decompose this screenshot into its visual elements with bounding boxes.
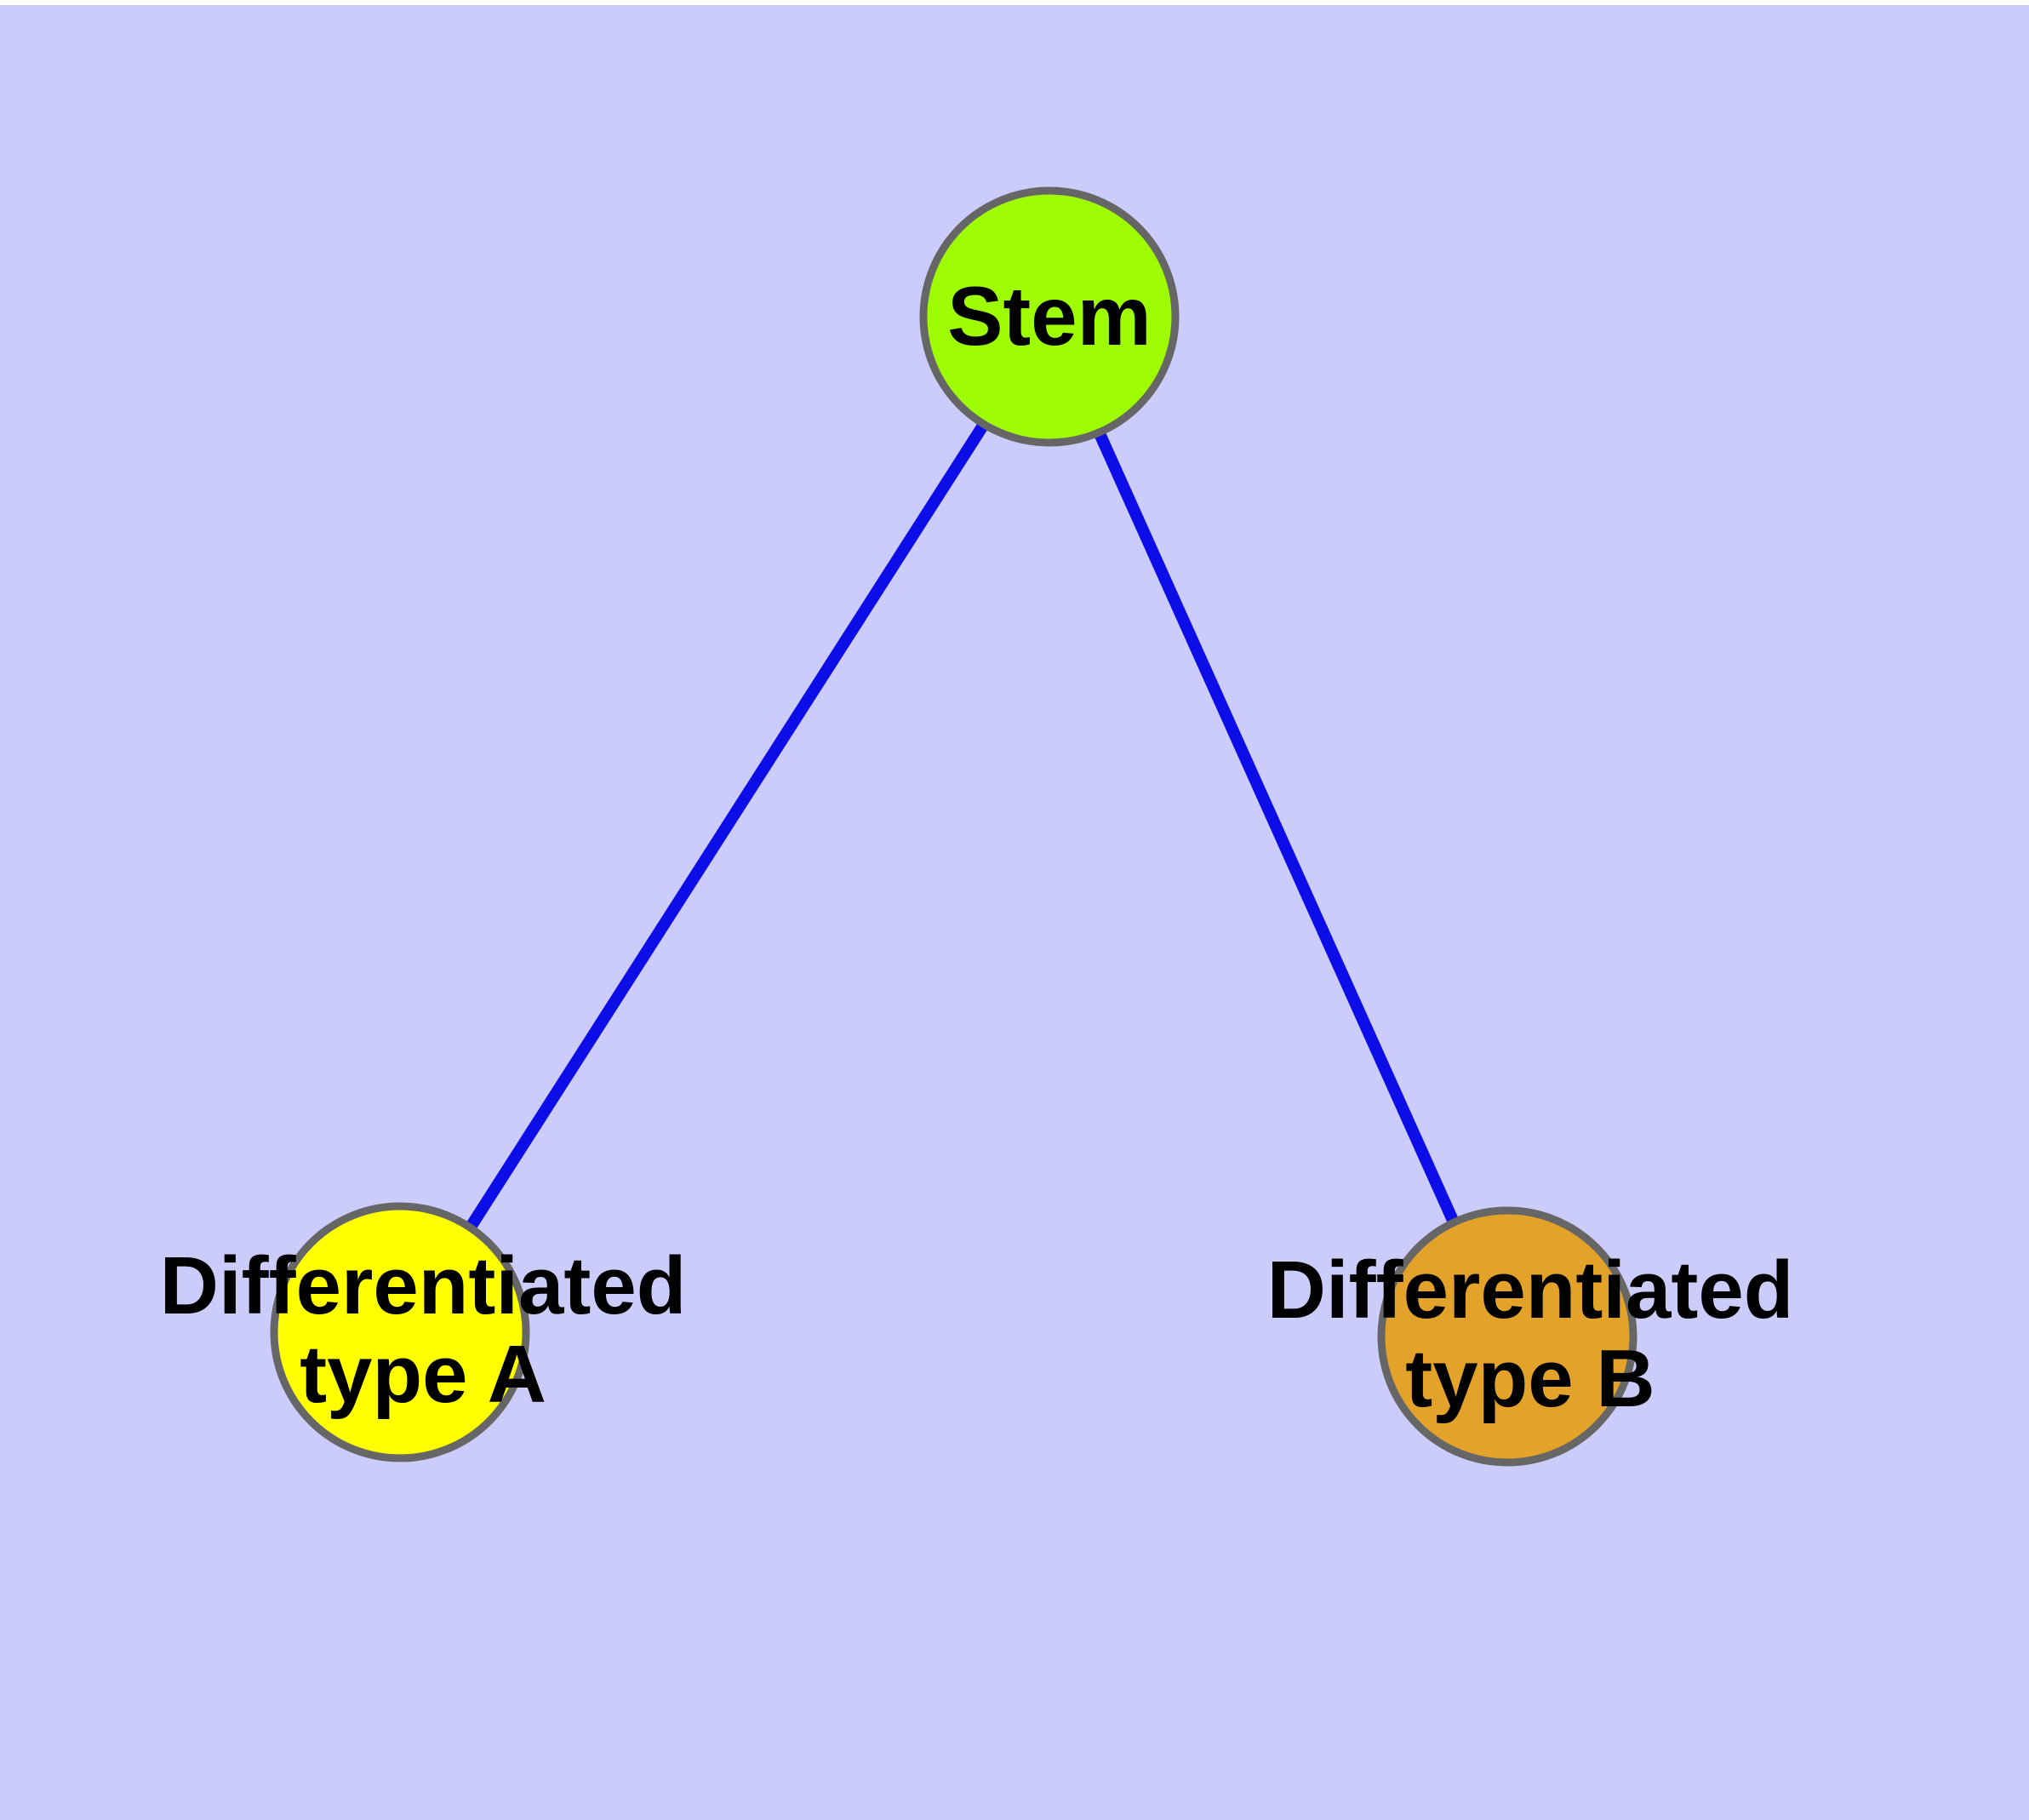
node-diff-b[interactable] [1377, 1206, 1637, 1467]
edge-stem-to-diff-a[interactable] [460, 421, 989, 1238]
edge-layer [460, 421, 1463, 1238]
edge-stem-to-diff-b[interactable] [1094, 431, 1463, 1233]
node-diff-a[interactable] [270, 1202, 530, 1462]
graph-surface: Stem Differentiated type A Differentiate… [0, 5, 2029, 1820]
graph-svg [270, 186, 1637, 1467]
node-layer [270, 186, 1637, 1467]
node-stem[interactable] [919, 186, 1180, 447]
